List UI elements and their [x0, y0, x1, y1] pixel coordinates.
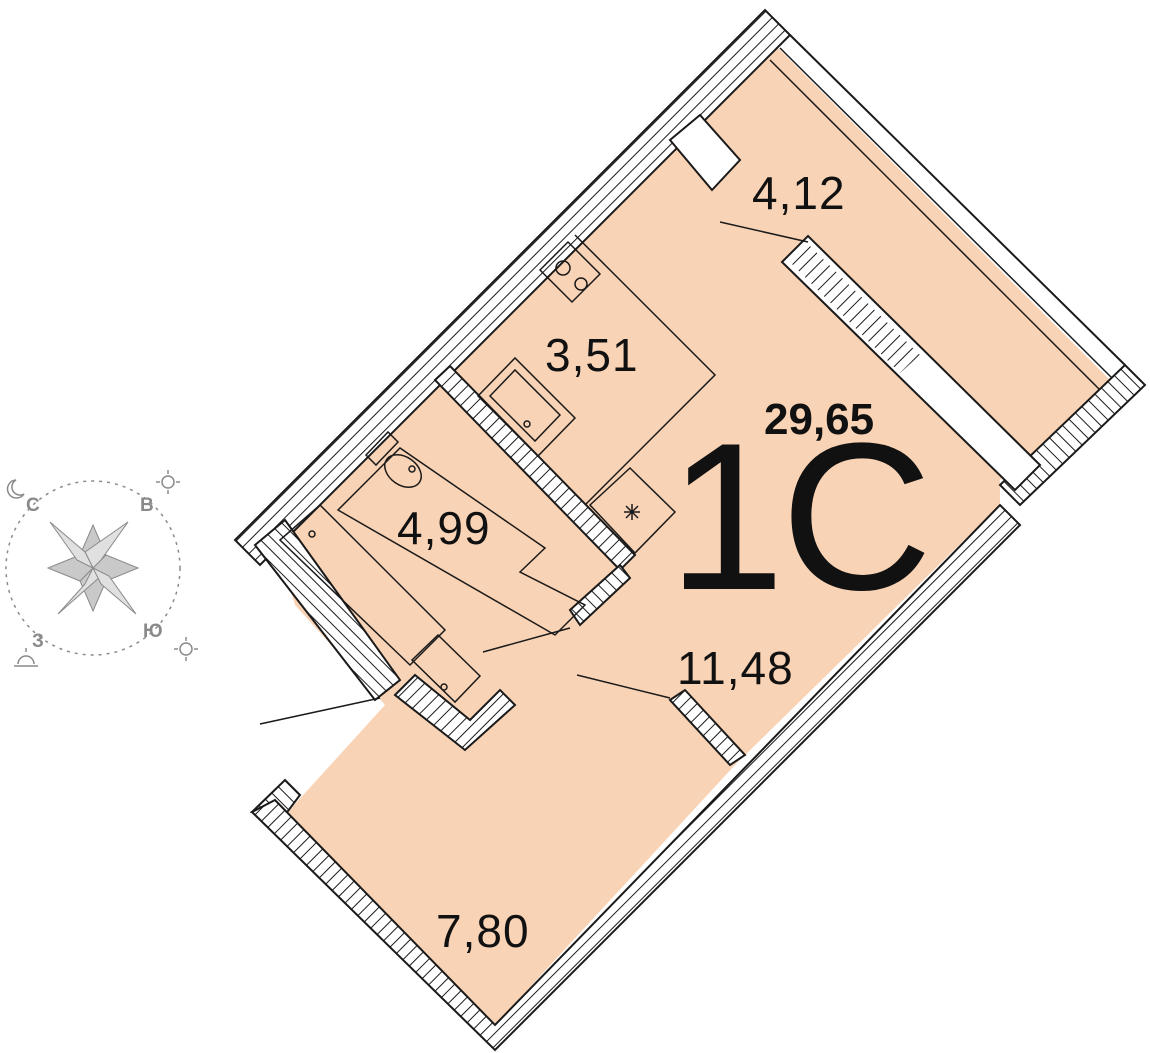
- room-area-bathroom: 4,99: [397, 502, 491, 554]
- compass-south: Ю: [143, 621, 163, 642]
- kitchen-sink-icon: [476, 356, 577, 458]
- room-area-loggia: 4,12: [752, 167, 846, 219]
- toilet-icon: [364, 430, 422, 488]
- wall-bath-bottom: [393, 673, 517, 752]
- apartment-type: 1С: [668, 399, 932, 634]
- kitchen-partition: [574, 234, 717, 506]
- wall-bottom: [250, 503, 1022, 1052]
- ventilation-shaft: [588, 466, 677, 555]
- bath-kitchen-wall: [433, 364, 637, 572]
- total-area: 29,65: [764, 395, 875, 444]
- compass-rose-icon: [5, 480, 181, 656]
- sun-icon: [156, 470, 180, 494]
- sun-icon: [174, 637, 198, 661]
- compass-west: З: [32, 631, 44, 652]
- moon-icon: [6, 479, 25, 499]
- room-area-hallway: 7,80: [436, 905, 530, 957]
- washbasin-icon: [410, 633, 482, 704]
- entrance-line: [259, 697, 381, 725]
- sunset-icon: [14, 648, 38, 667]
- bath-cabinet: [336, 447, 587, 636]
- hob-icon: [538, 240, 602, 304]
- room-area-kitchen: 3,51: [545, 329, 639, 381]
- bathtub-icon: [278, 503, 447, 667]
- compass-east: В: [140, 495, 154, 516]
- wall-left: [253, 518, 402, 702]
- room-area-living-room: 11,48: [677, 642, 794, 694]
- loggia-floor: [700, 45, 1110, 460]
- compass-north: С: [26, 495, 40, 516]
